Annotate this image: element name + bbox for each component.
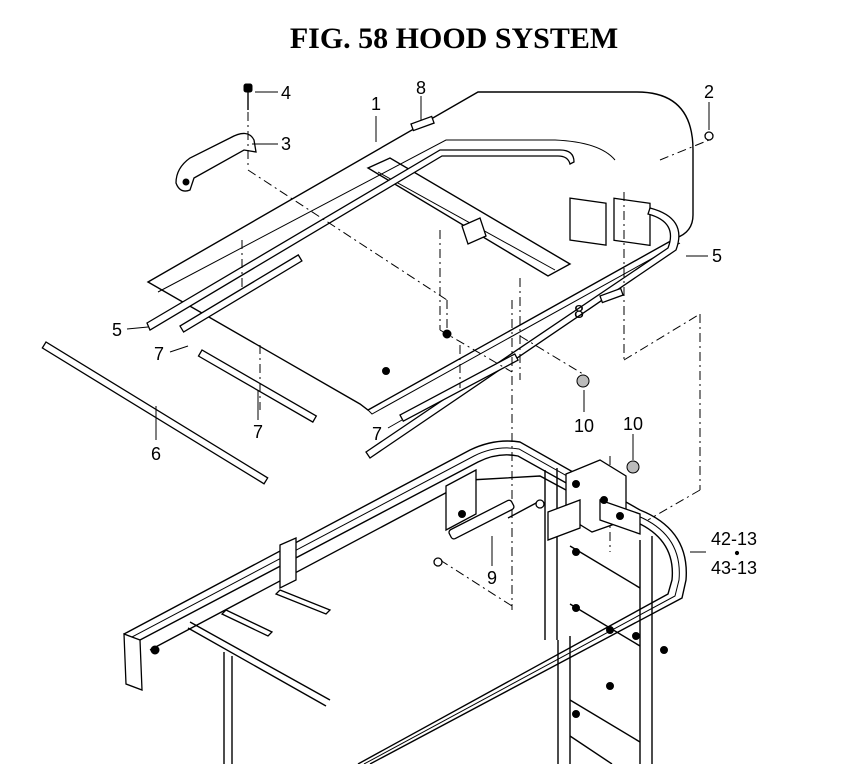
callout-5-right: 5	[712, 246, 722, 266]
callout-2: 2	[704, 82, 714, 102]
callout-42-13: 42-13	[711, 529, 757, 549]
callout-10-left: 10	[574, 416, 594, 436]
callout-3: 3	[281, 134, 291, 154]
seal-strip-left	[146, 149, 575, 331]
frame	[123, 440, 687, 764]
callout-8-right: 8	[574, 302, 584, 322]
strip-7b	[197, 349, 318, 423]
gas-spring	[433, 499, 545, 567]
callout-4: 4	[281, 83, 291, 103]
callout-6: 6	[151, 444, 161, 464]
callout-7-left: 7	[154, 344, 164, 364]
strip-7a	[179, 254, 303, 333]
bolt	[243, 83, 253, 110]
callout-8-top: 8	[416, 78, 426, 98]
callout-7-mid: 7	[253, 422, 263, 442]
pad-top	[410, 115, 435, 132]
leader-lines	[126, 91, 740, 566]
strip-7c	[399, 353, 519, 423]
long-strip	[41, 341, 269, 485]
callout-9: 9	[487, 568, 497, 588]
callout-7-right: 7	[372, 424, 382, 444]
pad-right	[599, 287, 624, 304]
nut-left	[576, 374, 590, 388]
nut-right	[626, 460, 640, 474]
callout-43-13: 43-13	[711, 558, 757, 578]
figure-title: FIG. 58 HOOD SYSTEM	[290, 22, 618, 55]
callout-1: 1	[371, 94, 381, 114]
assembly-lines	[241, 112, 710, 610]
callout-10-right: 10	[623, 414, 643, 434]
screw	[704, 131, 714, 141]
grip-handle	[175, 132, 257, 192]
callout-labels: 1 2 3 4 5 5 6 7 7 7 8 8 9 10 10 42-13 43…	[112, 78, 757, 588]
callout-5-left: 5	[112, 320, 122, 340]
seal-strip-right	[365, 207, 680, 459]
